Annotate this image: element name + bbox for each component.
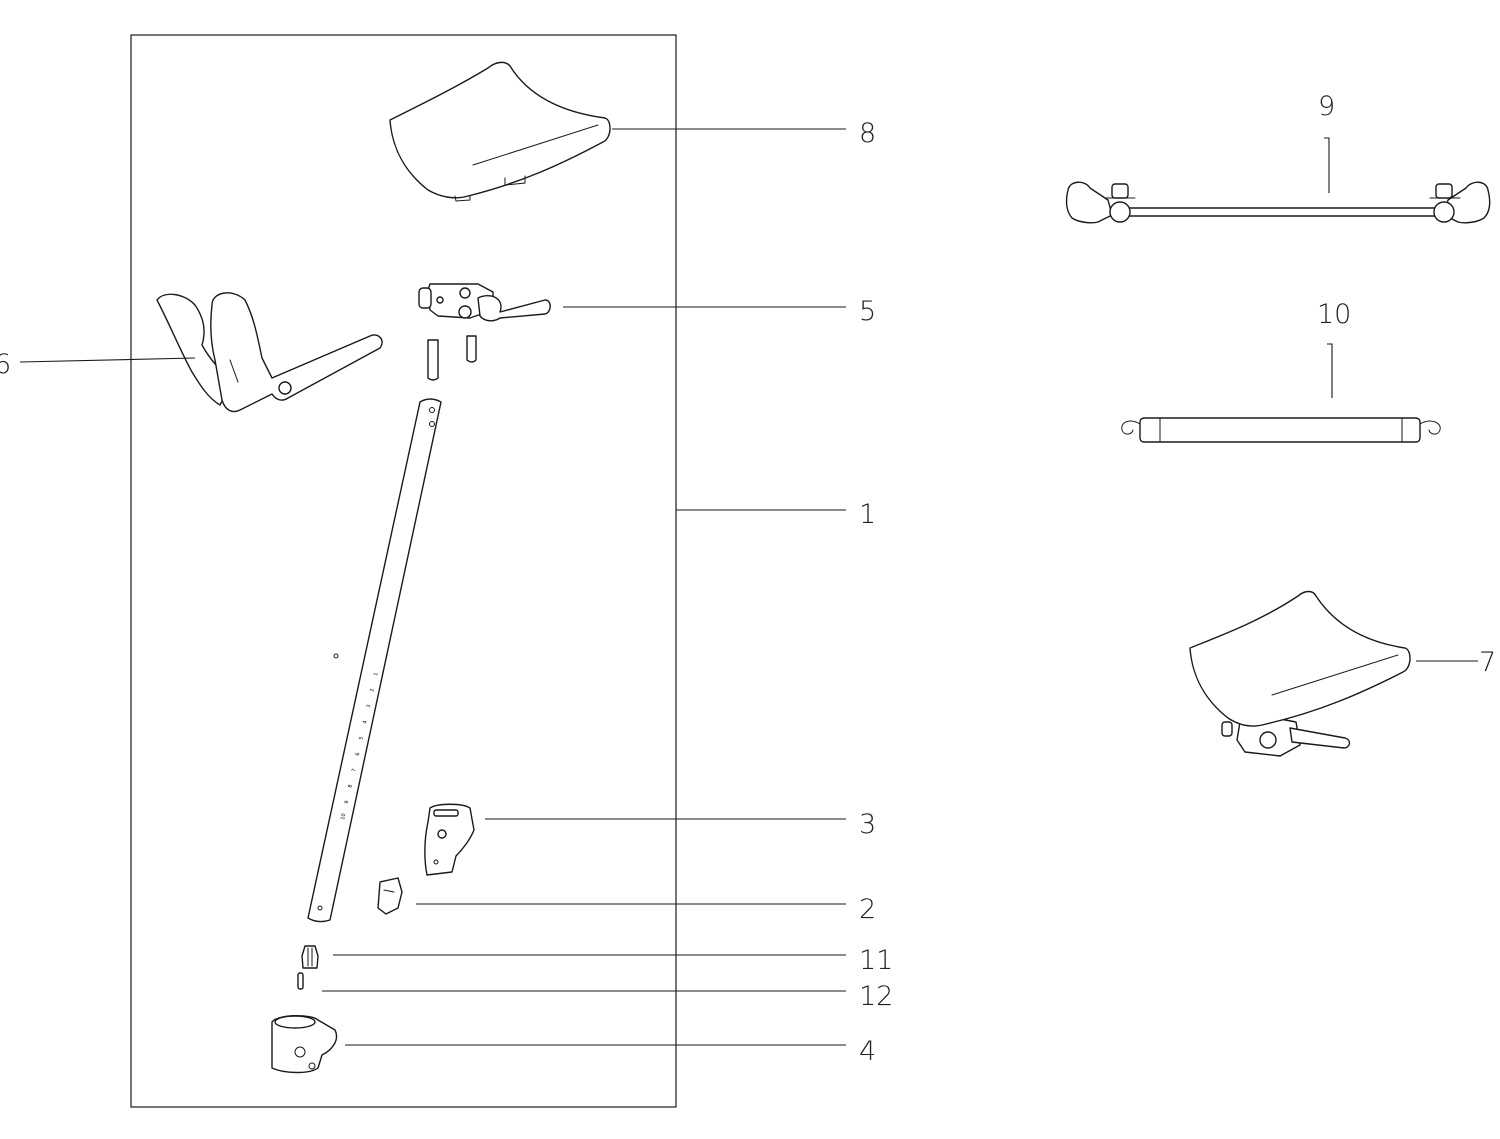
leader-10 bbox=[1327, 343, 1333, 398]
tube-scale-mark: 6 bbox=[355, 752, 362, 756]
part-4-base bbox=[271, 1015, 338, 1074]
part-9-clamp-bar bbox=[1065, 181, 1491, 224]
part-5-clamp bbox=[418, 283, 551, 322]
callout-1: 1 bbox=[859, 499, 876, 530]
part-11-pin-head bbox=[301, 945, 319, 969]
tube-scale-mark: 10 bbox=[340, 813, 347, 820]
leader-9 bbox=[1324, 137, 1330, 193]
part-6-handle bbox=[156, 292, 383, 413]
callout-9: 9 bbox=[1318, 91, 1335, 122]
part-2-block bbox=[377, 877, 403, 915]
tube-scale-mark: 7 bbox=[351, 768, 358, 772]
leader-lines bbox=[19, 128, 1478, 1046]
part-12-pin bbox=[297, 972, 304, 990]
tube-scale-mark: 1 bbox=[373, 672, 380, 676]
callout-labels: 8 5 6 1 3 2 11 12 4 9 10 7 bbox=[0, 91, 1496, 1067]
callout-2: 2 bbox=[859, 894, 876, 925]
tube-scale-mark: 9 bbox=[344, 800, 351, 804]
tube-scale-marks: 1 2 3 4 5 6 7 8 9 10 bbox=[340, 672, 380, 820]
callout-7: 7 bbox=[1479, 647, 1496, 678]
tube-scale-mark: 3 bbox=[366, 704, 373, 708]
callout-10: 10 bbox=[1317, 299, 1351, 330]
tube-scale-mark: 2 bbox=[369, 688, 376, 692]
tube-scale-mark: 8 bbox=[347, 784, 354, 788]
callout-8: 8 bbox=[859, 118, 876, 149]
callout-12: 12 bbox=[859, 981, 893, 1012]
callout-3: 3 bbox=[859, 809, 876, 840]
callout-5: 5 bbox=[859, 296, 876, 327]
part-8-arm-cushion bbox=[389, 61, 611, 202]
callout-6: 6 bbox=[0, 349, 11, 380]
part-1-tube: 1 2 3 4 5 6 7 8 9 10 bbox=[307, 398, 442, 923]
tube-scale-mark: 5 bbox=[358, 736, 365, 740]
callout-11: 11 bbox=[859, 945, 893, 976]
clamp-bolts bbox=[427, 335, 477, 381]
part-7-cushion-assembly bbox=[1189, 590, 1411, 757]
part-3-lever-bracket bbox=[424, 803, 475, 876]
assembly-frame bbox=[130, 34, 677, 1108]
part-10-strap bbox=[1121, 417, 1441, 443]
callout-4: 4 bbox=[859, 1036, 876, 1067]
tube-scale-mark: 4 bbox=[362, 720, 369, 724]
leader-6 bbox=[19, 357, 196, 363]
